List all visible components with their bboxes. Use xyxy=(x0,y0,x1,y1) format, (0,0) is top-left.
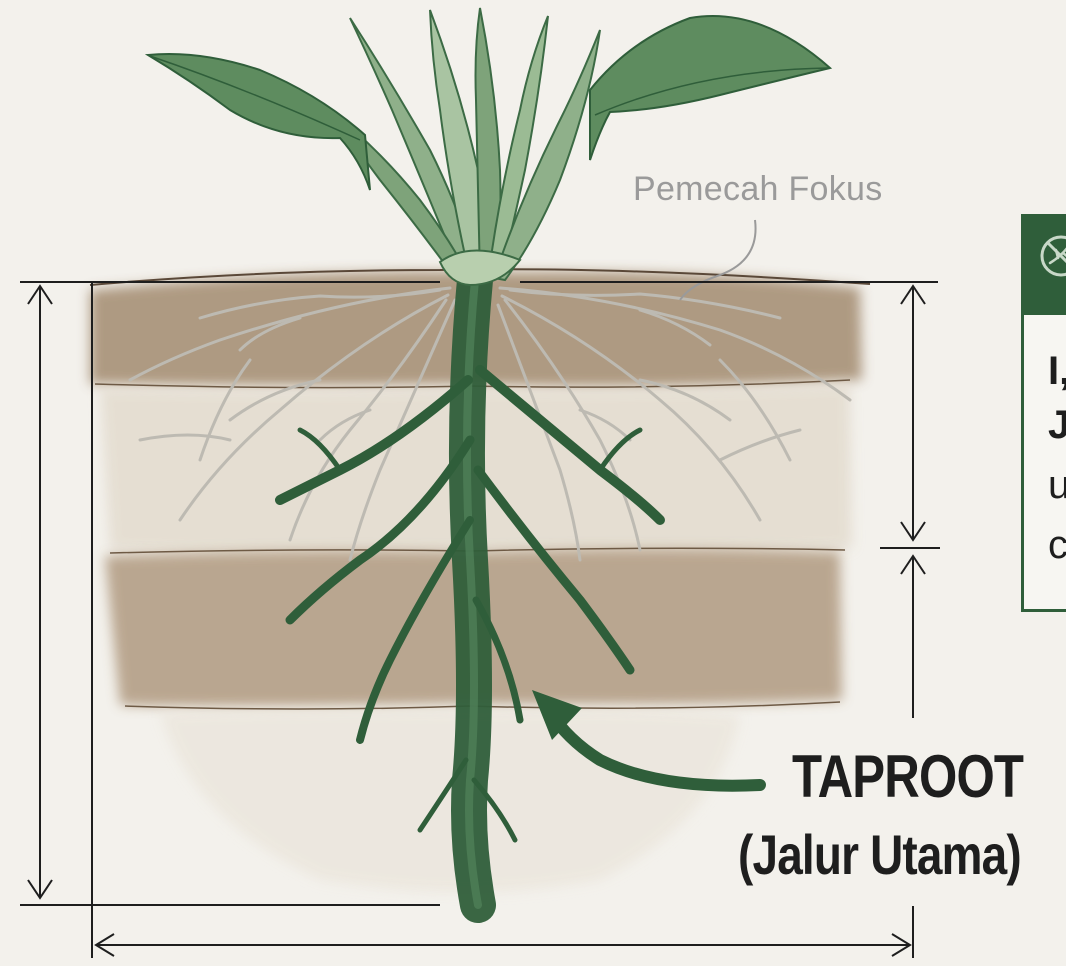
focus-breaker-label: Pemecah Fokus xyxy=(633,170,883,209)
crossed-out-branch-icon xyxy=(1038,233,1066,279)
taproot-subtitle: (Jalur Utama) xyxy=(738,822,1021,887)
taproot-title: TAPROOT xyxy=(792,742,1023,811)
callout-line: I, xyxy=(1048,349,1066,394)
right-leaf xyxy=(590,16,830,160)
callout-line: u xyxy=(1048,463,1066,508)
callout-line: J xyxy=(1048,403,1066,448)
callout-box: I, J u c xyxy=(1021,214,1066,612)
left-leaf xyxy=(148,54,370,190)
deep-layer xyxy=(160,708,740,892)
callout-line: c xyxy=(1048,523,1066,568)
callout-header xyxy=(1024,217,1066,315)
plant-shoots xyxy=(148,8,830,285)
